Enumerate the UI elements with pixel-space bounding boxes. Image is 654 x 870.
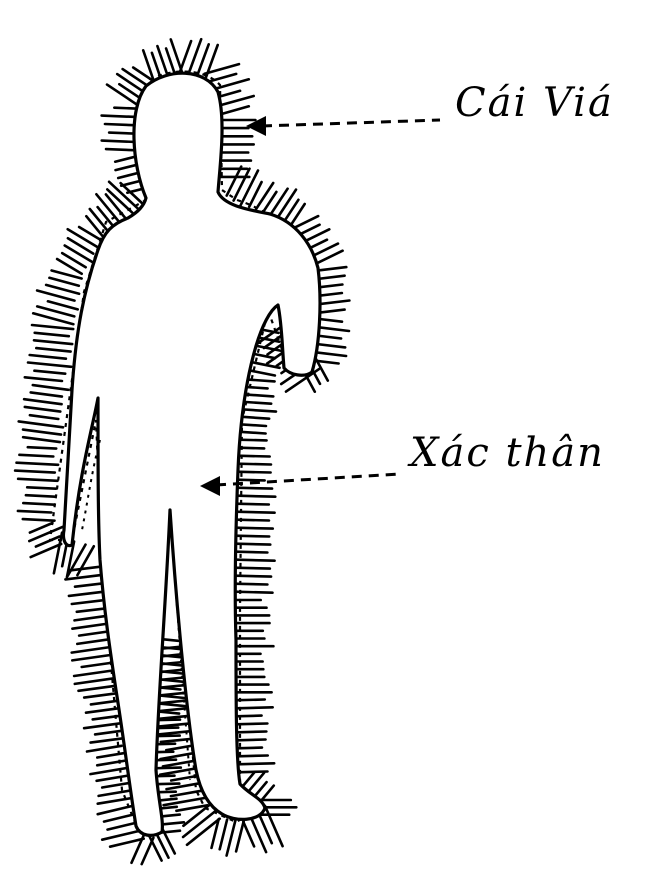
aura-hatch-mark	[31, 392, 62, 396]
aura-hatch-mark	[69, 592, 102, 596]
aura-hatch-mark	[77, 546, 93, 575]
aura-hatch-mark	[49, 278, 78, 286]
aura-hatch-mark	[77, 608, 106, 611]
aura-hatch-mark	[97, 776, 128, 781]
aura-hatch-mark	[33, 385, 68, 390]
aura-hatch-mark	[23, 430, 61, 435]
aura-hatch-mark	[79, 686, 114, 691]
aura-hatch-mark	[15, 471, 55, 473]
aura-hatch-mark	[30, 415, 58, 419]
aura-hatch-mark	[35, 333, 69, 336]
aura-hatch-mark	[34, 371, 65, 374]
aura-hatch-mark	[28, 363, 71, 367]
aura-hatch-mark	[240, 432, 266, 434]
aura-hatch-mark	[34, 340, 72, 344]
aura-hatch-mark	[235, 724, 268, 725]
aura-hatch-mark	[18, 479, 57, 481]
aura-hatch-mark	[23, 519, 55, 521]
aura-hatch-mark	[29, 527, 62, 541]
aura-hatch-mark	[19, 455, 53, 457]
aura-hatch-mark	[18, 511, 51, 513]
aura-hatch-mark	[32, 325, 73, 329]
aura-hatch-mark	[17, 463, 59, 465]
aura-hatch-mark	[72, 655, 114, 661]
human-body-silhouette	[63, 73, 320, 835]
aura-hatch-mark	[95, 731, 122, 735]
aura-hatch-mark	[243, 822, 254, 847]
aura-hatch-mark	[27, 487, 56, 488]
aura-hatch-mark	[220, 820, 227, 850]
aura-hatch-mark	[234, 169, 250, 201]
aura-hatch-mark	[48, 301, 78, 309]
aura-hatch-mark	[68, 229, 98, 247]
aura-hatch-mark	[25, 377, 62, 381]
aura-hatch-mark	[227, 817, 237, 856]
aura-hatch-mark	[235, 488, 272, 489]
aura-hatch-mark	[23, 437, 60, 442]
aura-hatch-mark	[142, 838, 154, 864]
aura-hatch-mark	[233, 584, 268, 585]
aura-hatch-mark	[72, 624, 108, 629]
aura-hatch-mark	[265, 806, 283, 846]
aura-hatch-mark	[237, 763, 274, 764]
aura-hatch-mark	[98, 798, 134, 804]
aura-hatch-mark	[197, 44, 208, 75]
aura-hatch-mark	[65, 575, 100, 579]
aura-hatch-mark	[97, 753, 126, 758]
aura-hatch-mark	[75, 616, 109, 621]
aura-hatch-mark	[65, 246, 92, 262]
aura-hatch-mark	[210, 74, 236, 81]
aura-hatch-mark	[84, 723, 120, 728]
aura-hatch-mark	[82, 663, 113, 667]
aura-hatch-mark	[236, 472, 271, 473]
aura-hatch-mark	[90, 767, 130, 774]
aura-hatch-mark	[72, 600, 102, 604]
aura-hatch-mark	[236, 821, 244, 852]
aura-hatch-mark	[26, 495, 55, 497]
aura-hatch-mark	[237, 552, 268, 553]
aura-hatch-mark	[74, 671, 113, 677]
aura-hatch-mark	[87, 746, 122, 752]
aura-hatch-mark	[19, 421, 63, 427]
aura-hatch-mark	[158, 716, 189, 719]
aura-hatch-mark	[36, 348, 70, 352]
aura-hatch-mark	[23, 503, 54, 505]
aura-hatch-mark	[233, 560, 275, 561]
aura-hatch-mark	[25, 407, 61, 412]
aura-pointer-arrow	[246, 116, 440, 136]
aura-hatch-mark	[24, 399, 62, 404]
aura-hatch-mark	[68, 238, 93, 253]
aura-hatch-mark	[30, 523, 53, 533]
aura-hatch-mark	[233, 496, 275, 497]
aura-hatch-mark	[183, 812, 215, 838]
aura-hatch-mark	[234, 568, 270, 569]
aura-hatch-mark	[28, 447, 56, 448]
aura-hatch-mark	[102, 830, 143, 840]
aura-hatch-mark	[102, 783, 131, 788]
aura-hatch-mark	[237, 740, 266, 741]
aura-label: Cái Viá	[455, 80, 614, 126]
aura-hatch-mark	[30, 355, 66, 359]
aura-hatch-mark	[46, 285, 79, 294]
body-label: Xác thân	[410, 430, 605, 476]
aura-hatch-mark	[97, 760, 129, 765]
aura-hatch-mark	[72, 647, 111, 653]
aura-hatch-mark	[161, 753, 196, 759]
